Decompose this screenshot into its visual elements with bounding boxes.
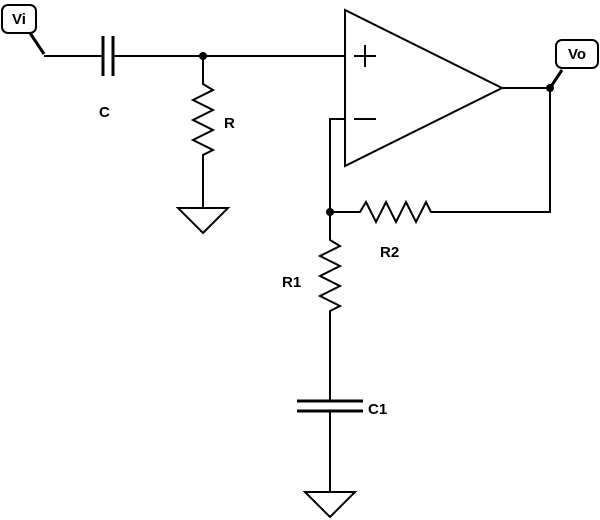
feedback-resistor: R2 bbox=[330, 88, 551, 261]
input-resistor: R bbox=[190, 56, 235, 208]
output-port-box bbox=[555, 39, 599, 69]
input-port-box bbox=[1, 4, 37, 34]
feedback-resistor-body bbox=[330, 88, 551, 225]
feedback-resistor-label: R2 bbox=[380, 244, 399, 261]
input-capacitor-label: C bbox=[99, 104, 110, 121]
ground-capacitor: C1 bbox=[297, 399, 387, 418]
ground-icon bbox=[175, 207, 231, 235]
ground-capacitor-label: C1 bbox=[368, 401, 387, 418]
ground-resistor-label: R1 bbox=[282, 274, 301, 291]
input-port-lead bbox=[28, 32, 46, 55]
opamp-body bbox=[344, 8, 505, 168]
opamp bbox=[344, 8, 505, 168]
output-port-label: Vo bbox=[568, 46, 586, 63]
inverting-input-wire bbox=[329, 118, 345, 212]
ground-resistor: R1 bbox=[282, 212, 343, 401]
output-port-lead bbox=[548, 69, 564, 89]
input-resistor-body bbox=[190, 56, 216, 208]
input-resistor-label: R bbox=[224, 115, 235, 132]
ground-icon bbox=[302, 491, 358, 519]
output-port: Vo bbox=[548, 39, 599, 89]
input-capacitor: C bbox=[99, 36, 115, 121]
input-port-label: Vi bbox=[12, 11, 26, 28]
ground-resistor-body bbox=[317, 212, 343, 401]
input-port: Vi bbox=[1, 4, 46, 55]
